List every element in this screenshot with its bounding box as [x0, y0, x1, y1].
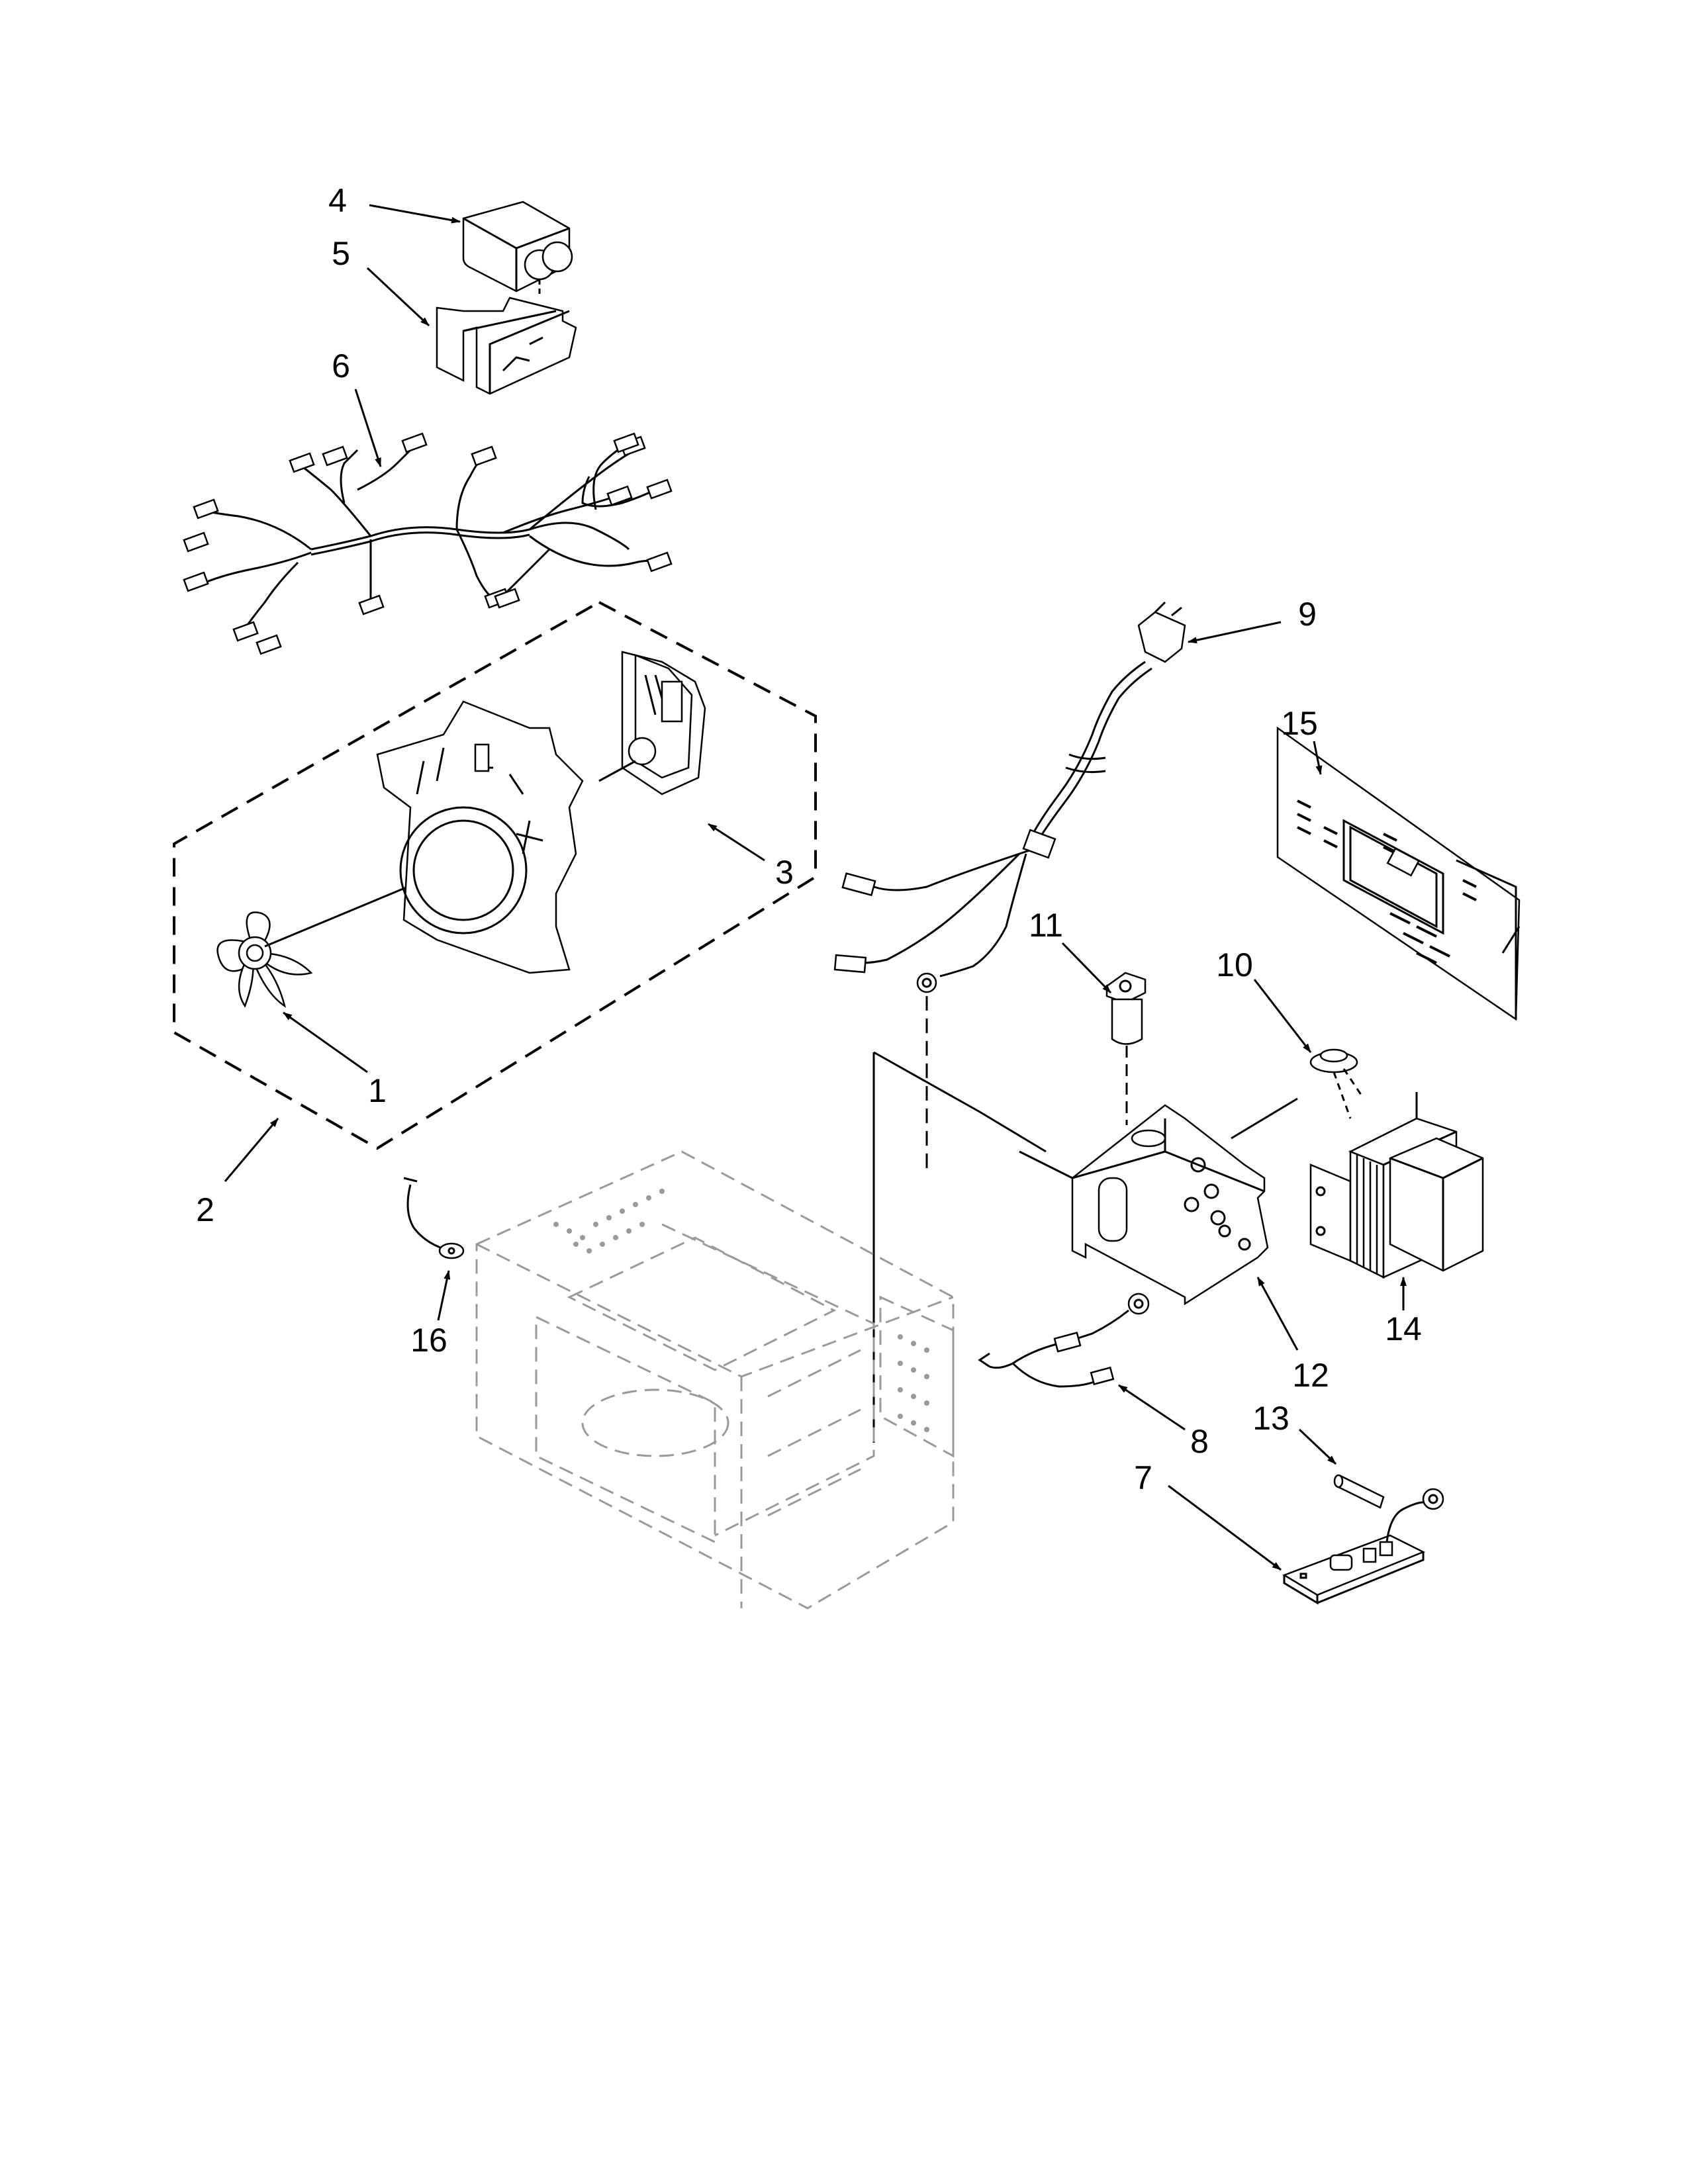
- wire-harness-part: [183, 432, 673, 655]
- callout-8: 8: [1190, 1423, 1209, 1460]
- callout-3: 3: [775, 854, 794, 891]
- callout-14: 14: [1385, 1310, 1422, 1347]
- power-cord-part: [833, 601, 1186, 1171]
- fan-blade-part: [216, 879, 424, 1008]
- control-panel-part: [1276, 726, 1521, 1021]
- callout-11: 11: [1029, 907, 1063, 944]
- callout-15: 15: [1281, 705, 1318, 742]
- fan-assembly-outline: [173, 600, 817, 1150]
- capacitor-bracket-part: [436, 296, 577, 395]
- callout-labels: 4 5 6 1 2 3 9 15 11 10 12 14 13 8 7 16: [196, 182, 1422, 1496]
- fuse-part: [1333, 1474, 1385, 1509]
- leader-lines: [224, 204, 1407, 1571]
- callout-5: 5: [332, 235, 350, 272]
- callout-9: 9: [1298, 596, 1317, 633]
- callout-6: 6: [332, 347, 350, 385]
- callout-12: 12: [1292, 1357, 1329, 1394]
- magnetron-part: [1309, 1092, 1484, 1279]
- sensor-wire-part: [978, 1293, 1150, 1388]
- callout-2: 2: [196, 1191, 214, 1228]
- callout-1: 1: [368, 1072, 387, 1109]
- callout-4: 4: [328, 182, 347, 219]
- fan-shroud-part: [376, 700, 584, 974]
- callout-10: 10: [1216, 946, 1253, 983]
- fuse-holder-part: [1105, 972, 1147, 1125]
- callout-13: 13: [1252, 1400, 1289, 1437]
- thermostat-part: [1309, 1048, 1365, 1119]
- microwave-cavity-ghost: [475, 1150, 955, 1610]
- mounting-bracket-part: [872, 1051, 1298, 1443]
- callout-16: 16: [410, 1322, 447, 1359]
- ground-wire-part: [403, 1177, 465, 1259]
- callout-7: 7: [1134, 1459, 1152, 1496]
- noise-filter-board-part: [1282, 1488, 1444, 1605]
- fan-motor-part: [598, 651, 706, 796]
- capacitor-part: [462, 201, 573, 295]
